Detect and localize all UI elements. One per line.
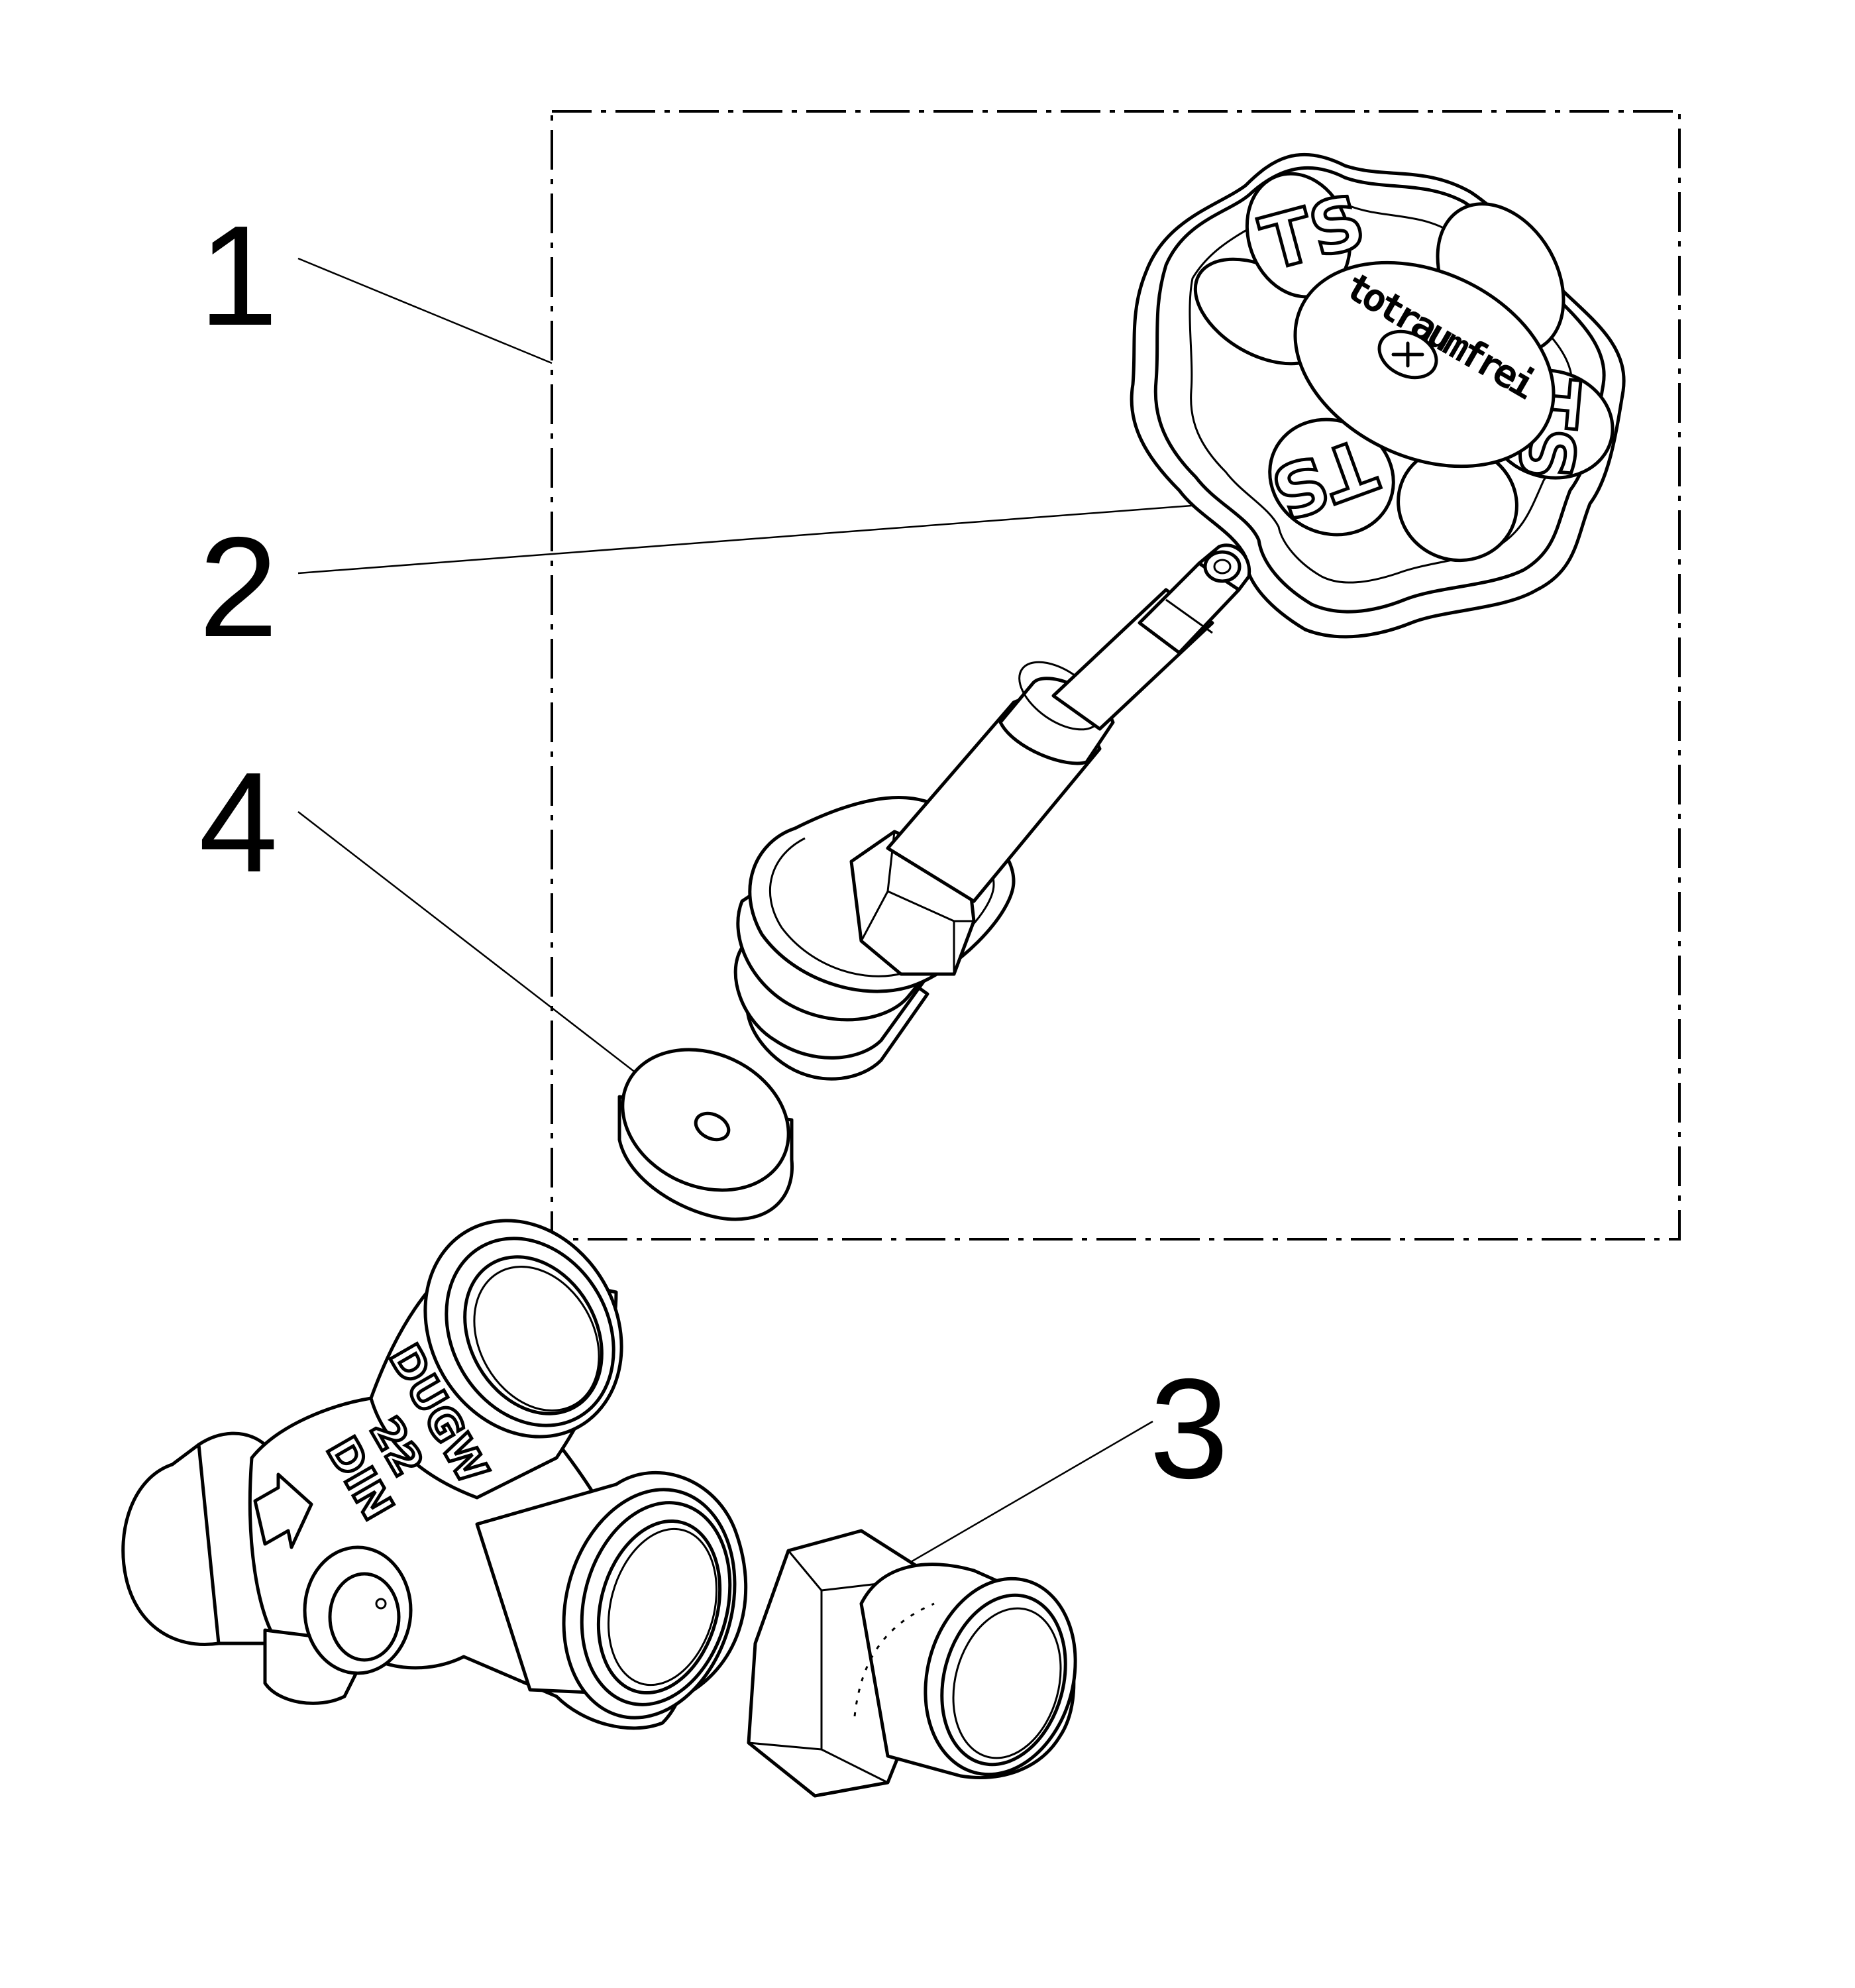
callout-number-1: 1	[199, 195, 278, 355]
sealing-washer	[617, 1048, 794, 1221]
callout-number-2: 2	[199, 507, 278, 667]
handwheel: TS TS TS totraumfrei	[1130, 152, 1626, 639]
callout-number-3: 3	[1149, 1349, 1229, 1508]
flow-direction-arrow-icon	[253, 1472, 313, 1549]
spindle-headpiece	[733, 543, 1251, 1081]
leader-line-2	[297, 499, 1263, 575]
leader-line-1	[297, 257, 553, 364]
assembly-boundary-frame	[551, 110, 1681, 1241]
leader-line-4	[297, 811, 663, 1094]
callout-number-4: 4	[199, 742, 278, 902]
union-nut	[747, 1529, 1077, 1798]
valve-body: DUGW 22 DIN	[121, 1219, 748, 1730]
